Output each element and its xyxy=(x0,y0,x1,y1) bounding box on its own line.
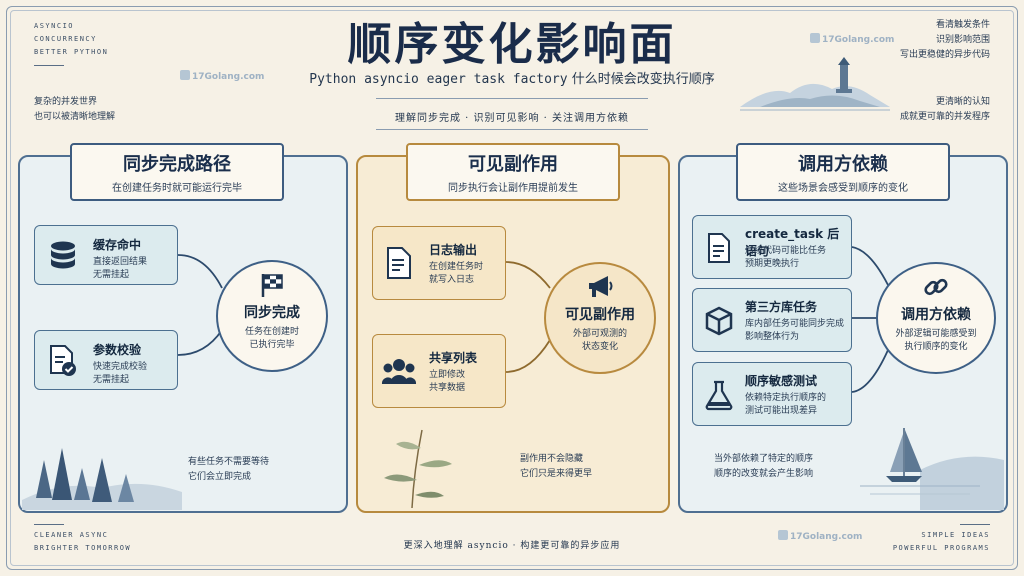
hub-caller-dependency: 调用方依赖 外部逻辑可能感受到执行顺序的变化 xyxy=(876,262,996,374)
plant-illustration xyxy=(384,429,452,509)
hub-title: 调用方依赖 xyxy=(901,307,971,323)
card-desc: 库内部任务可能同步完成影响整体行为 xyxy=(745,319,845,342)
panel-header: 调用方依赖 这些场景会感受到顺序的变化 xyxy=(736,143,950,201)
card-desc: 依赖特定执行顺序的测试可能出现差异 xyxy=(745,393,827,416)
divider xyxy=(34,65,64,66)
card-param-validation: 参数校验 快速完成校验无需挂起 xyxy=(34,330,178,390)
card-title: create_task 后语句 xyxy=(745,227,840,258)
note-line: 也可以被清晰地理解 xyxy=(34,112,116,122)
card-after-create-task: create_task 后语句 后续代码可能比任务预期更晚执行 xyxy=(692,215,852,279)
top-left-note: 复杂的并发世界 也可以被清晰地理解 xyxy=(34,95,115,125)
panel-title: 调用方依赖 xyxy=(798,154,888,175)
panel-subtitle: 同步执行会让副作用提前发生 xyxy=(448,183,578,194)
flask-icon xyxy=(699,375,739,415)
divider xyxy=(376,129,648,130)
checkered-flag-icon xyxy=(218,272,326,302)
divider xyxy=(960,524,990,525)
card-log-output: 日志输出 在创建任务时就写入日志 xyxy=(372,226,506,300)
hub-title: 同步完成 xyxy=(244,305,300,321)
hub-desc: 外部可观测的状态变化 xyxy=(572,329,627,352)
document-icon xyxy=(699,228,739,268)
panel-note: 有些任务不需要等待它们会立即完成 xyxy=(188,457,270,482)
corner-text: ASYNCIO xyxy=(34,22,75,30)
corner-text: CLEANER ASYNC xyxy=(34,531,109,539)
people-icon xyxy=(379,351,419,391)
subtitle-code: Python asyncio eager task factory xyxy=(309,72,568,87)
panel-header: 同步完成路径 在创建任务时就可能运行完毕 xyxy=(70,143,284,201)
document-check-icon xyxy=(43,341,83,381)
corner-top-right: 看清触发条件 识别影响范围 写出更稳健的异步代码 xyxy=(900,18,990,63)
watermark: 17Golang.com xyxy=(778,530,862,542)
footer-text: 更深入地理解 asyncio · 构建更可靠的异步应用 xyxy=(403,541,621,551)
tagline: 理解同步完成 · 识别可见影响 · 关注调用方依赖 xyxy=(394,113,630,124)
card-desc: 快速完成校验无需挂起 xyxy=(93,362,148,385)
card-cache-hit: 缓存命中 直接返回结果无需挂起 xyxy=(34,225,178,285)
corner-bottom-left: CLEANER ASYNC BRIGHTER TOMORROW xyxy=(34,524,131,555)
card-desc: 立即修改共享数据 xyxy=(429,370,466,393)
database-icon xyxy=(43,236,83,276)
card-title: 共享列表 xyxy=(429,351,478,365)
panel-subtitle: 这些场景会感受到顺序的变化 xyxy=(778,183,908,194)
sailboat-illustration xyxy=(860,428,1004,510)
page-title: 顺序变化影响面 xyxy=(347,19,677,70)
hub-desc: 外部逻辑可能感受到执行顺序的变化 xyxy=(895,329,977,352)
note-line: 识别影响范围 xyxy=(935,35,990,45)
hub-desc: 任务在创建时已执行完毕 xyxy=(244,327,299,350)
note-line: 更清晰的认知 xyxy=(935,97,990,107)
hub-sync-complete: 同步完成 任务在创建时已执行完毕 xyxy=(216,260,328,372)
subtitle-text: 什么时候会改变执行顺序 xyxy=(567,72,715,87)
note-line: 成就更可靠的并发程序 xyxy=(899,112,990,122)
card-title: 日志输出 xyxy=(429,243,478,257)
divider xyxy=(34,524,64,525)
card-title: 顺序敏感测试 xyxy=(745,374,818,388)
card-title: 第三方库任务 xyxy=(745,300,818,314)
panel-title: 同步完成路径 xyxy=(123,154,231,175)
corner-text: SIMPLE IDEAS xyxy=(921,531,990,539)
corner-text: BETTER PYTHON xyxy=(34,48,109,56)
corner-bottom-right: SIMPLE IDEAS POWERFUL PROGRAMS xyxy=(893,524,990,555)
card-third-party-task: 第三方库任务 库内部任务可能同步完成影响整体行为 xyxy=(692,288,852,352)
card-title: 缓存命中 xyxy=(93,238,142,252)
panel-header: 可见副作用 同步执行会让副作用提前发生 xyxy=(406,143,620,201)
card-desc: 在创建任务时就写入日志 xyxy=(429,262,484,285)
corner-top-left: ASYNCIO CONCURRENCY BETTER PYTHON xyxy=(34,20,108,66)
corner-text: BRIGHTER TOMORROW xyxy=(34,544,132,552)
lighthouse-illustration xyxy=(740,57,890,111)
note-line: 写出更稳健的异步代码 xyxy=(899,50,990,60)
watermark: 17Golang.com xyxy=(810,33,894,45)
note-line: 复杂的并发世界 xyxy=(34,97,98,107)
panel-note: 副作用不会隐藏它们只是来得更早 xyxy=(520,454,593,479)
card-shared-list: 共享列表 立即修改共享数据 xyxy=(372,334,506,408)
cube-icon xyxy=(699,301,739,341)
inner-frame xyxy=(10,10,1014,566)
panel-title: 可见副作用 xyxy=(468,154,558,175)
outer-frame xyxy=(6,6,1018,570)
card-desc: 后续代码可能比任务预期更晚执行 xyxy=(745,246,827,269)
corner-text: POWERFUL PROGRAMS xyxy=(892,544,990,552)
corner-text: CONCURRENCY xyxy=(34,35,97,43)
hub-visible-side-effects: 可见副作用 外部可观测的状态变化 xyxy=(544,262,656,374)
card-order-sensitive-test: 顺序敏感测试 依赖特定执行顺序的测试可能出现差异 xyxy=(692,362,852,426)
note-line: 看清触发条件 xyxy=(935,20,990,30)
megaphone-icon xyxy=(546,274,654,304)
card-title: 参数校验 xyxy=(93,343,142,357)
top-right-note: 更清晰的认知 成就更可靠的并发程序 xyxy=(900,95,990,125)
page-subtitle: Python asyncio eager task factory 什么时候会改… xyxy=(0,68,1024,87)
hub-title: 可见副作用 xyxy=(565,307,635,323)
chain-link-icon xyxy=(878,274,994,304)
pine-forest-illustration xyxy=(22,448,182,510)
divider xyxy=(376,98,648,99)
card-desc: 直接返回结果无需挂起 xyxy=(93,257,148,280)
log-document-icon xyxy=(379,243,419,283)
panel-note: 当外部依赖了特定的顺序顺序的改变就会产生影响 xyxy=(714,454,814,479)
panel-subtitle: 在创建任务时就可能运行完毕 xyxy=(112,183,242,194)
watermark: 17Golang.com xyxy=(180,70,264,82)
